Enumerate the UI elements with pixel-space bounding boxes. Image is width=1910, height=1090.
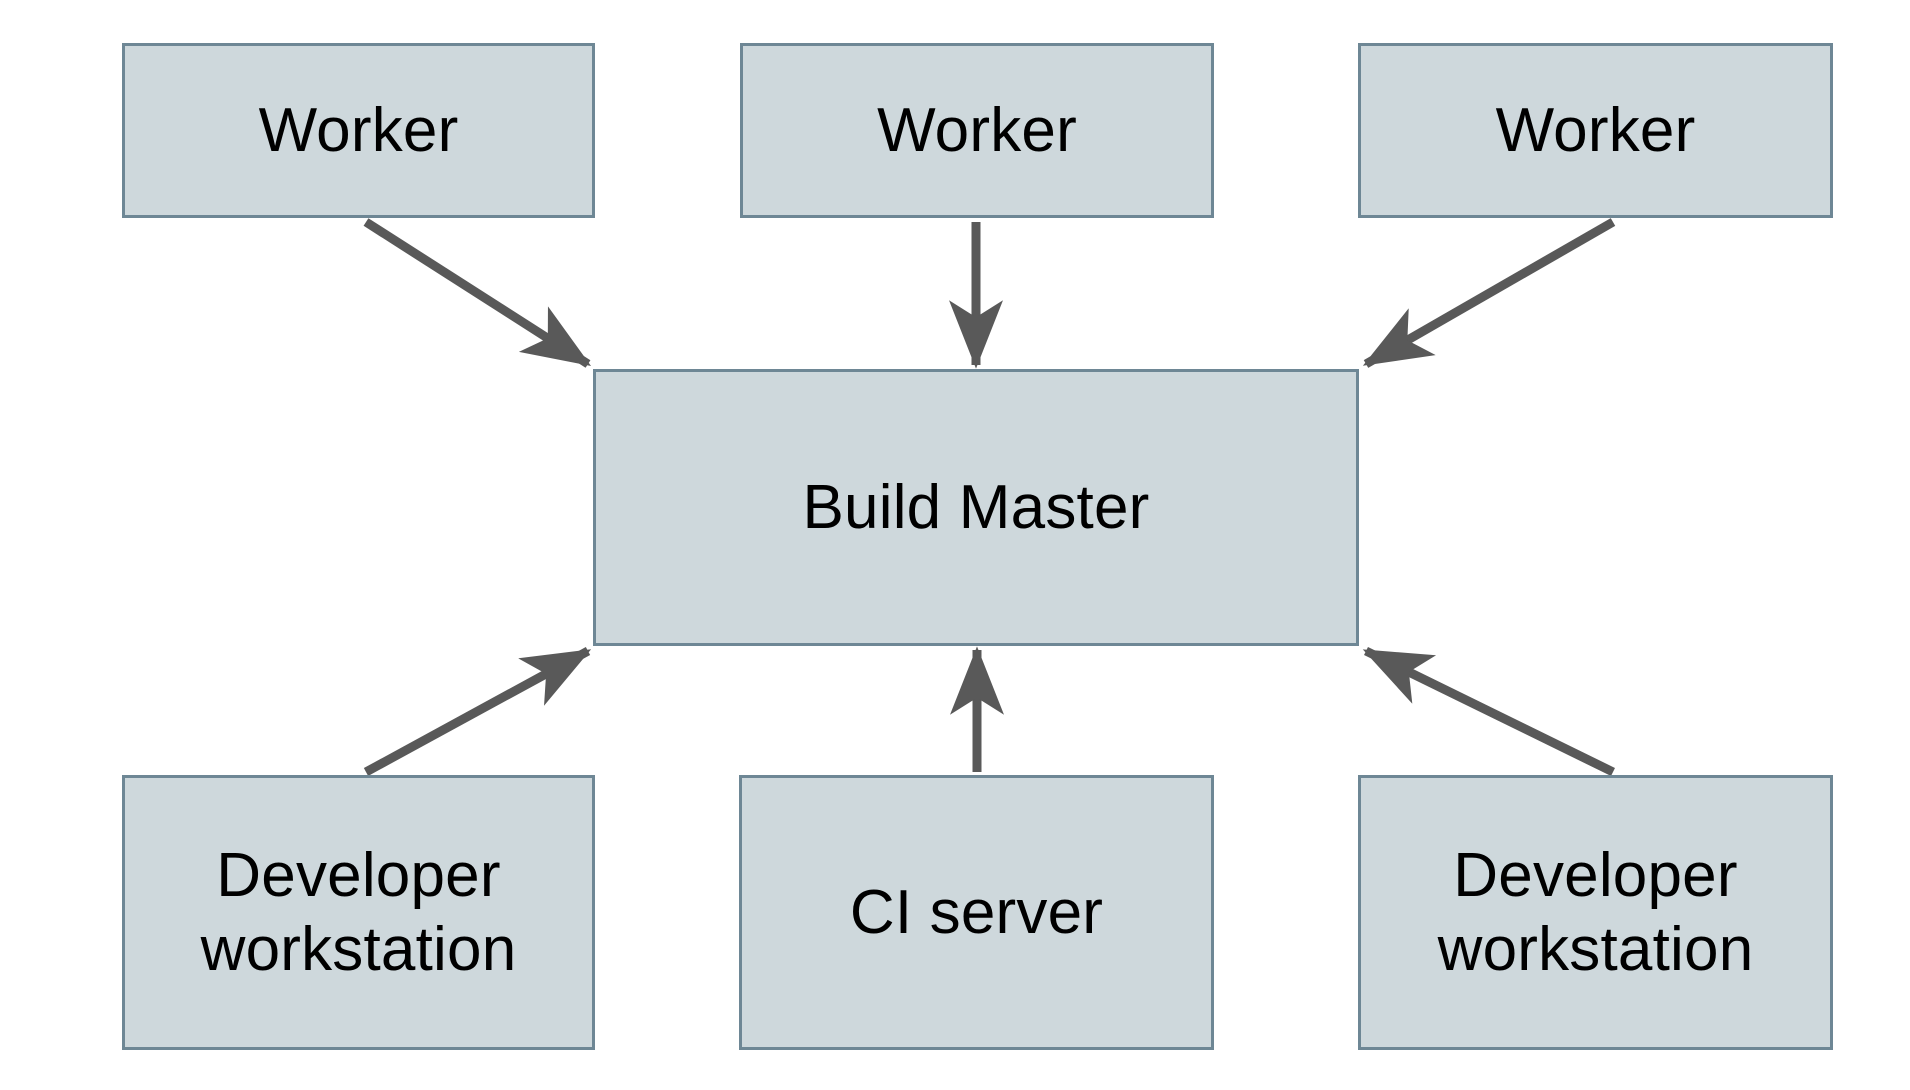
node-developer-workstation-right-label: Developer workstation xyxy=(1437,841,1754,984)
node-worker-1[interactable]: Worker xyxy=(122,43,595,218)
node-worker-2-label: Worker xyxy=(877,95,1077,165)
node-developer-workstation-left[interactable]: Developer workstation xyxy=(122,775,595,1050)
node-ci-server-label: CI server xyxy=(849,877,1104,947)
edge-worker1-to-master xyxy=(363,218,592,368)
node-developer-workstation-right[interactable]: Developer workstation xyxy=(1358,775,1833,1050)
node-build-master-label: Build Master xyxy=(802,472,1150,542)
node-build-master[interactable]: Build Master xyxy=(593,369,1359,646)
node-worker-3-label: Worker xyxy=(1495,95,1696,165)
edge-devright-to-master xyxy=(1362,646,1615,777)
node-worker-2[interactable]: Worker xyxy=(740,43,1214,218)
node-worker-1-label: Worker xyxy=(258,95,459,165)
node-ci-server[interactable]: CI server xyxy=(739,775,1214,1050)
edge-worker3-to-master xyxy=(1362,218,1616,368)
node-developer-workstation-left-label: Developer workstation xyxy=(200,841,517,984)
node-worker-3[interactable]: Worker xyxy=(1358,43,1833,218)
edge-devleft-to-master xyxy=(363,647,592,776)
